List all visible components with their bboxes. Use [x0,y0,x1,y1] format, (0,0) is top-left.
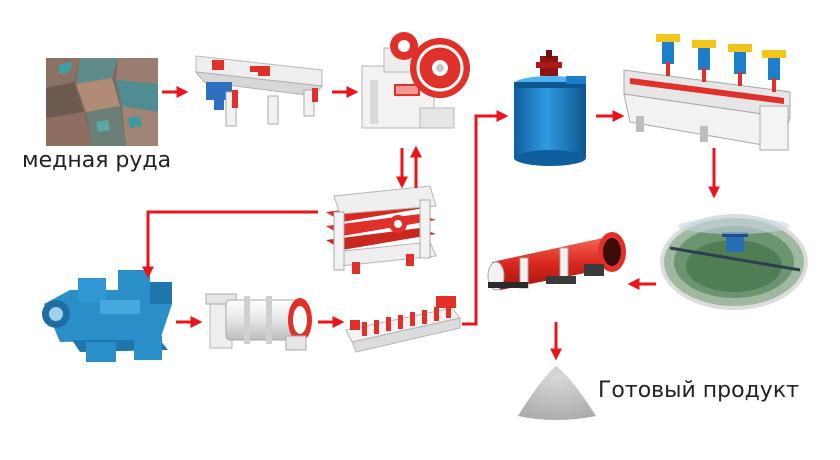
ball-mill-icon [205,293,312,351]
jaw-crusher-icon [361,32,470,129]
rotary-dryer-icon [487,232,626,291]
vibrating-screen-icon [326,185,437,274]
thickener-icon [660,214,808,310]
cone-crusher-icon [42,270,172,362]
vibrating-feeder-icon [194,55,323,127]
arrow-screen-to-cone [142,210,318,279]
flow-arrows [142,86,720,361]
flotation-machine-icon [623,34,791,151]
product-label: Готовый продукт [598,378,799,403]
ore-label: медная руда [22,148,172,173]
agitation-tank-icon [514,50,586,166]
arrow-classifier-to-tank [462,110,509,326]
spiral-classifier-icon [345,296,461,353]
product-pile-icon [518,366,596,420]
copper-ore-icon [46,58,158,146]
